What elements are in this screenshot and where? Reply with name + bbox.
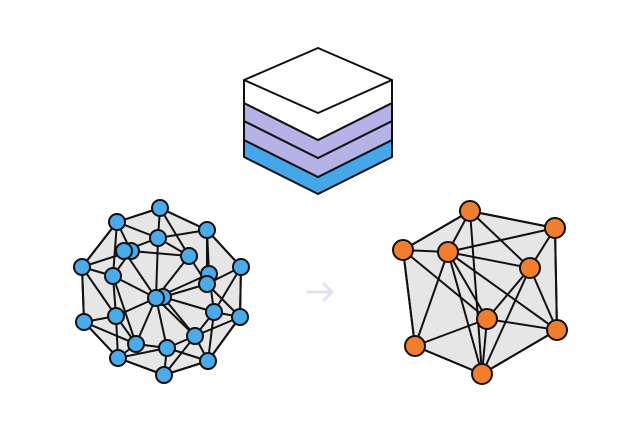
blue-graph-node (231, 308, 249, 326)
orange-graph-edge (447, 251, 558, 331)
arrow-right-icon (306, 282, 334, 302)
orange-graph-edge (529, 267, 558, 331)
orange-graph-edge (414, 318, 488, 347)
blue-graph-node (149, 229, 167, 247)
orange-graph-edge (486, 267, 531, 320)
blue-graph-node (198, 221, 216, 239)
blue-graph-node (180, 247, 198, 265)
blue-graph-edge (155, 237, 159, 299)
blue-graph-edge (81, 266, 117, 317)
orange-graph-node (519, 257, 541, 279)
orange-graph-edge (447, 251, 488, 320)
blue-graph-edge (83, 321, 137, 345)
orange-graph-node (546, 319, 568, 341)
blue-graph-node (205, 303, 223, 321)
blue-graph-edge (81, 266, 85, 323)
blue-graph-node (75, 313, 93, 331)
blue-graph-node (104, 267, 122, 285)
orange-graph-node (544, 217, 566, 239)
orange-graph-node (459, 200, 481, 222)
blue-graph-node (107, 307, 125, 325)
orange-graph-edge (554, 227, 558, 331)
blue-graph-edge (207, 316, 241, 362)
orange-graph-edge (447, 227, 556, 253)
orange-graph-edge (469, 210, 556, 229)
orange-graph-node (437, 241, 459, 263)
blue-graph-edge (81, 221, 118, 268)
orange-graph-edge (414, 345, 483, 375)
blue-graph-edge (112, 221, 118, 277)
orange-graph-node (404, 335, 426, 357)
blue-graph-node (155, 366, 173, 384)
blue-graph-edge (159, 207, 190, 257)
orange-graph-edge (447, 251, 483, 375)
orange-graph-edge (402, 249, 488, 320)
blue-graph-node (198, 275, 216, 293)
orange-graph-node (471, 363, 493, 385)
blue-graph-node (232, 258, 250, 276)
blue-graph-node (73, 258, 91, 276)
orange-graph-edge (414, 251, 449, 347)
blue-graph-node (147, 289, 165, 307)
orange-graph-edge (469, 210, 483, 375)
blue-graph-node (127, 335, 145, 353)
orange-graph-edge (481, 329, 558, 375)
orange-graph-edge (402, 249, 416, 347)
orange-graph-edge (447, 251, 531, 269)
layer-stack-icon (243, 47, 393, 195)
orange-graph (392, 200, 568, 385)
blue-graph-node (158, 339, 176, 357)
blue-graph-node (186, 327, 204, 345)
blue-graph-edge (112, 275, 137, 345)
blue-graph-node (109, 349, 127, 367)
blue-graph-node (115, 242, 133, 260)
orange-graph-edge (486, 318, 558, 331)
blue-graph (73, 199, 250, 384)
stack-top-edge (243, 79, 393, 114)
stack-layer-top (243, 47, 393, 141)
blue-graph-node (199, 352, 217, 370)
blue-graph-edge (130, 250, 190, 257)
orange-graph-node (392, 239, 414, 261)
orange-graph-edge (402, 210, 471, 251)
orange-graph-node (476, 308, 498, 330)
blue-graph-node (108, 213, 126, 231)
blue-graph-node (151, 199, 169, 217)
